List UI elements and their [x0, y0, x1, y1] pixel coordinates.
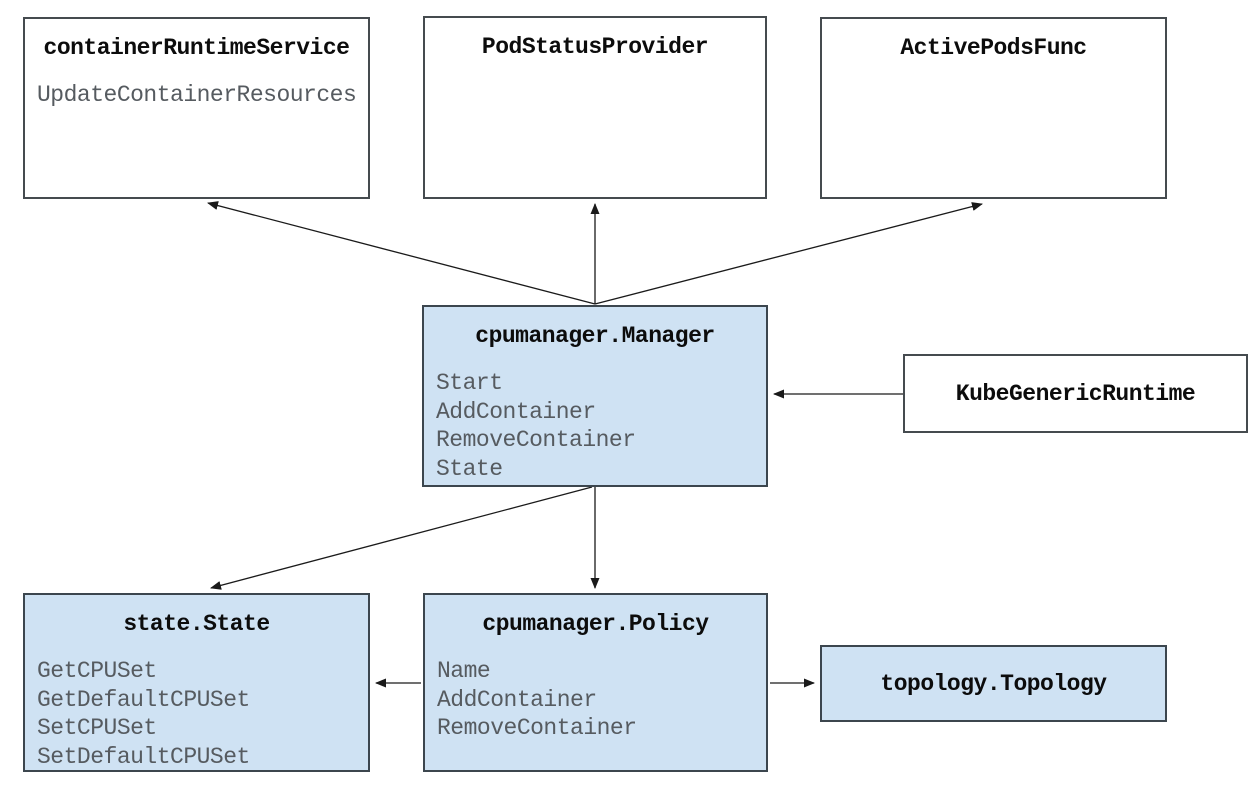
node-title: KubeGenericRuntime — [955, 380, 1196, 407]
node-pod-status-provider: PodStatusProvider — [423, 16, 767, 199]
method-item: RemoveContainer — [436, 427, 636, 453]
node-methods: UpdateContainerResources — [25, 61, 368, 110]
method-item: SetCPUSet — [37, 715, 157, 741]
node-active-pods-func: ActivePodsFunc — [820, 17, 1167, 199]
method-item: AddContainer — [436, 398, 596, 425]
node-title: ActivePodsFunc — [900, 35, 1087, 61]
method-item: AddContainer — [437, 686, 597, 713]
method-item: SetDefaultCPUSet — [37, 743, 250, 770]
node-title: cpumanager.Manager — [475, 323, 715, 349]
method-item: Name — [437, 658, 491, 684]
method-item: Start — [436, 370, 503, 396]
method-item: GetDefaultCPUSet — [37, 686, 250, 713]
node-container-runtime-service: containerRuntimeService UpdateContainerR… — [23, 17, 370, 199]
node-methods: GetCPUSet GetDefaultCPUSet SetCPUSet Set… — [25, 637, 368, 771]
edge-manager-to-statestate — [210, 486, 593, 590]
node-cpumanager-manager: cpumanager.Manager Start AddContainer Re… — [422, 305, 768, 487]
node-methods: Start AddContainer RemoveContainer State — [424, 349, 766, 483]
node-title: containerRuntimeService — [43, 35, 350, 61]
node-title: cpumanager.Policy — [482, 611, 709, 637]
node-title: PodStatusProvider — [481, 34, 709, 60]
node-methods: Name AddContainer RemoveContainer — [425, 637, 766, 743]
node-cpumanager-policy: cpumanager.Policy Name AddContainer Remo… — [423, 593, 768, 772]
method-item: State — [436, 455, 503, 482]
node-topology-topology: topology.Topology — [820, 645, 1167, 722]
node-state-state: state.State GetCPUSet GetDefaultCPUSet S… — [23, 593, 370, 772]
edge-manager-to-activepodsfunc — [594, 202, 983, 305]
node-kube-generic-runtime: KubeGenericRuntime — [903, 354, 1248, 433]
method-item: UpdateContainerResources — [37, 82, 357, 108]
node-title: topology.Topology — [880, 670, 1107, 697]
method-item: RemoveContainer — [437, 715, 637, 741]
method-item: GetCPUSet — [37, 658, 157, 684]
node-title: state.State — [123, 611, 270, 637]
edge-manager-to-containerruntimeservice — [207, 201, 596, 305]
